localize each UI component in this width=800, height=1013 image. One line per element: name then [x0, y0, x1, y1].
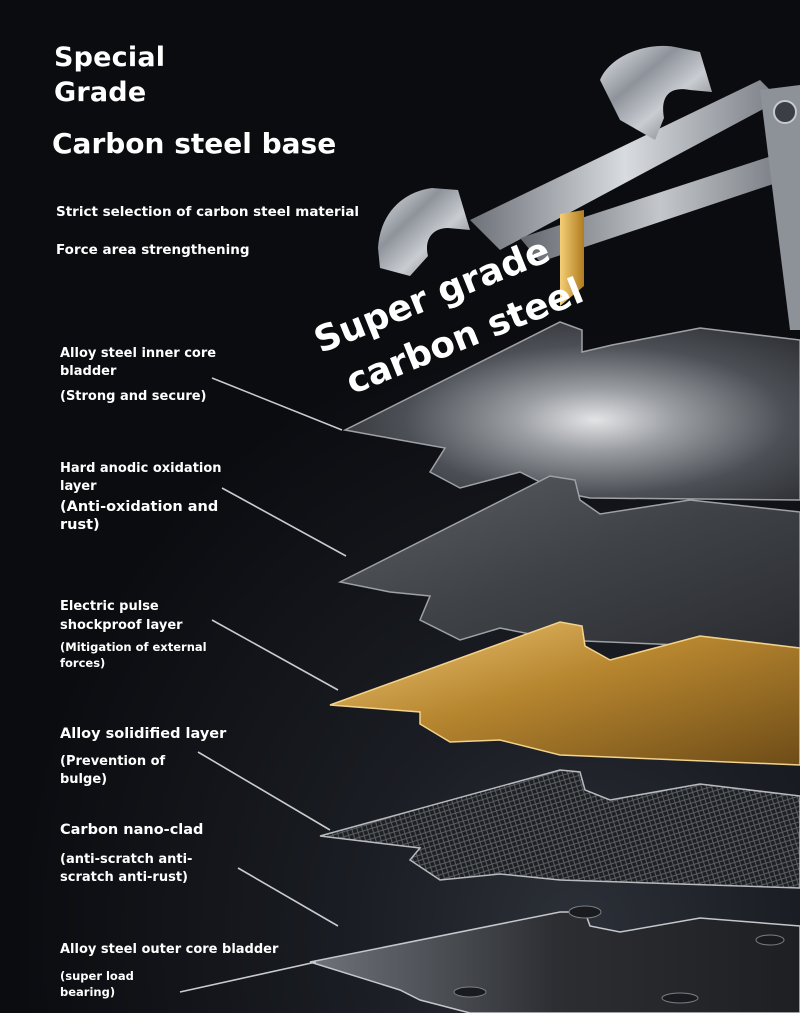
leader-line-5 — [237, 867, 339, 927]
layer-5-note-line-2: scratch anti-rust) — [60, 870, 188, 885]
heading-line-1: Special — [54, 42, 166, 73]
gold-support-bar — [560, 210, 584, 306]
leader-lines — [179, 377, 347, 993]
leader-line-1 — [211, 377, 343, 431]
plate-shockproof — [329, 621, 800, 766]
layer-1-note: (Strong and secure) — [60, 389, 207, 404]
stand-arms — [470, 80, 800, 330]
heading-main: Carbon steel base — [52, 127, 337, 160]
layer-2-name-line-1: Hard anodic oxidation — [60, 461, 222, 476]
layer-3-note-line-1: (Mitigation of external — [60, 640, 207, 654]
layer-3-name-line-1: Electric pulse — [60, 599, 159, 614]
layer-3-name-line-2: shockproof layer — [60, 618, 183, 633]
layer-5-note-line-1: (anti-scratch anti- — [60, 852, 193, 867]
plate-inner-core — [342, 321, 800, 501]
plate-anodic — [337, 475, 800, 651]
upper-hook — [600, 45, 712, 140]
plate-outer-core — [309, 911, 800, 1013]
leader-line-2 — [221, 487, 347, 557]
layer-1-name-line-1: Alloy steel inner core — [60, 346, 217, 361]
layer-3-note-line-2: forces) — [60, 656, 106, 670]
layer-2-note-line-2: rust) — [60, 517, 100, 533]
leader-line-4 — [197, 751, 331, 831]
layer-6-name: Alloy steel outer core bladder — [60, 942, 279, 957]
layer-4-note-line-1: (Prevention of — [60, 754, 166, 769]
layer-6-note-line-2: bearing) — [60, 985, 116, 999]
layer-1-name-line-2: bladder — [60, 364, 117, 379]
feature-1: Strict selection of carbon steel materia… — [56, 204, 360, 220]
plate-nano-clad — [319, 769, 800, 889]
feature-2: Force area strengthening — [56, 242, 250, 258]
layer-2-name-line-2: layer — [60, 479, 97, 494]
layer-2-note-line-1: (Anti-oxidation and — [60, 499, 219, 515]
layer-4-note-line-2: bulge) — [60, 772, 108, 787]
layer-5-name: Carbon nano-clad — [60, 822, 204, 838]
layer-6-note-line-1: (super load — [60, 969, 134, 983]
layer-4-name: Alloy solidified layer — [60, 726, 227, 742]
leader-line-3 — [211, 619, 339, 691]
heading-line-2: Grade — [54, 77, 147, 108]
leader-line-6 — [179, 961, 317, 993]
lower-hook — [378, 188, 470, 276]
